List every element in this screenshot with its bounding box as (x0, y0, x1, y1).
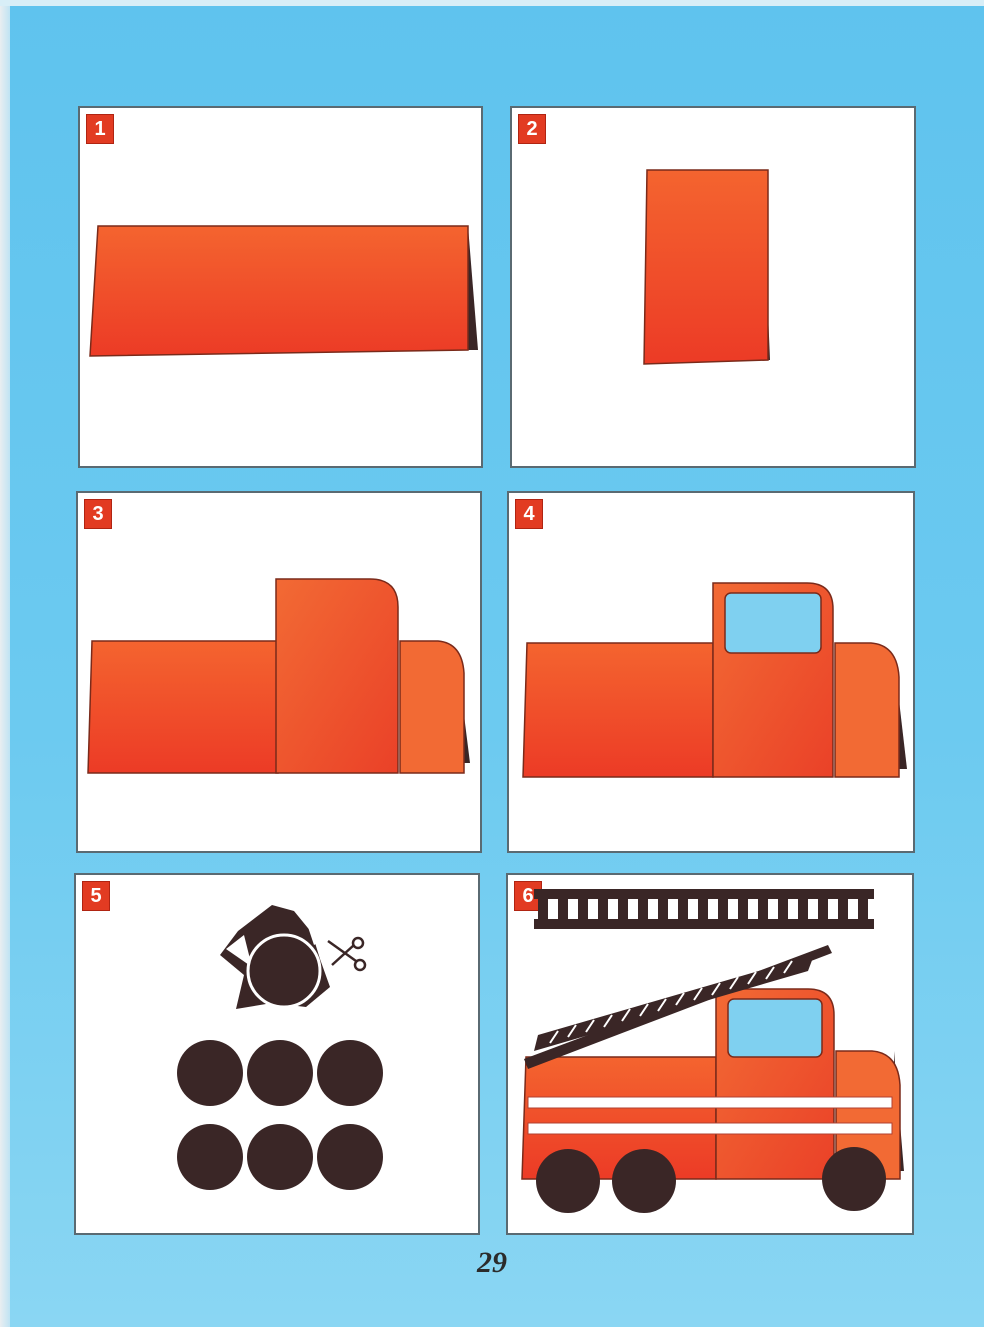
paper-scraps (220, 905, 330, 1009)
step-panel-6: 6 (506, 873, 914, 1235)
step-panel-4: 4 (507, 491, 915, 853)
truck (522, 945, 904, 1213)
scissors-icon (328, 938, 365, 970)
step-panel-1: 1 (78, 106, 483, 468)
ladder-strip (534, 889, 874, 929)
truck-with-window-illustration (509, 493, 913, 851)
step-panel-2: 2 (510, 106, 916, 468)
page-number: 29 (452, 1246, 532, 1280)
folded-rectangle-illustration (512, 108, 914, 466)
truck-body-assembly-illustration (78, 493, 480, 851)
folded-paper-strip-illustration (80, 108, 481, 466)
wheel-circles (177, 1040, 383, 1190)
cut-wheels-illustration (76, 875, 478, 1233)
page-top-edge (0, 0, 984, 6)
step-panel-3: 3 (76, 491, 482, 853)
step-panel-5: 5 (74, 873, 480, 1235)
finished-fire-truck-illustration (508, 875, 912, 1233)
page-left-edge (0, 0, 10, 1327)
